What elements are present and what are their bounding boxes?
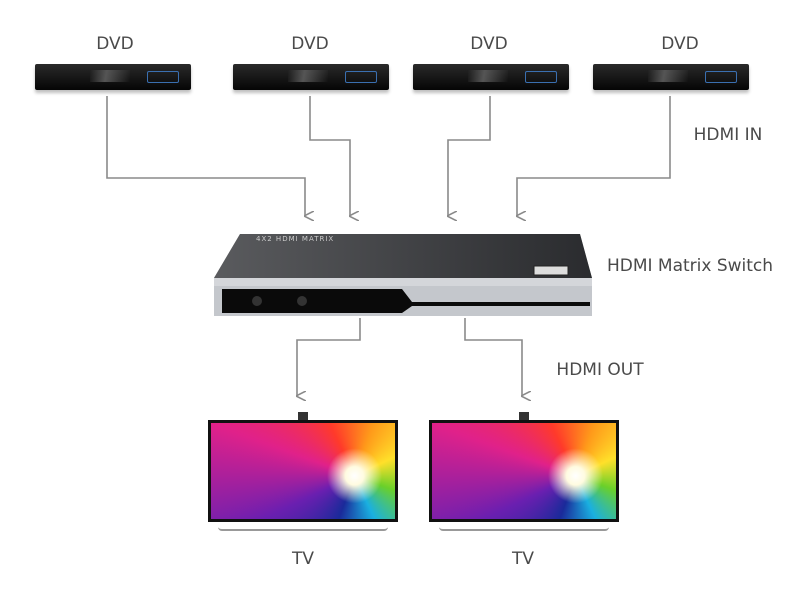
tv: [429, 410, 619, 531]
wire-tv-2: [464, 318, 522, 396]
dvd-label: DVD: [96, 34, 134, 54]
dvd-player: [35, 64, 191, 90]
tv-label: TV: [291, 549, 315, 569]
dvd-label: DVD: [470, 34, 508, 54]
hdmi-out-label: HDMI OUT: [556, 360, 644, 380]
matrix-switch-label: HDMI Matrix Switch: [606, 256, 774, 276]
tv-label: TV: [511, 549, 535, 569]
dvd-label: DVD: [661, 34, 699, 54]
dvd-player: [413, 64, 569, 90]
dvd-player: [593, 64, 749, 90]
wire-dvd-1: [106, 96, 305, 216]
wire-dvd-3: [448, 96, 491, 216]
hdmi-matrix-switch: 4X2 HDMI MATRIX: [212, 232, 592, 320]
wire-dvd-4: [517, 96, 671, 216]
wire-tv-1: [297, 318, 361, 396]
switch-brand-text: 4X2 HDMI MATRIX: [256, 235, 335, 243]
hdmi-in-label: HDMI IN: [693, 125, 763, 145]
wire-dvd-2: [309, 96, 350, 216]
dvd-label: DVD: [291, 34, 329, 54]
tv: [208, 410, 398, 531]
dvd-player: [233, 64, 389, 90]
